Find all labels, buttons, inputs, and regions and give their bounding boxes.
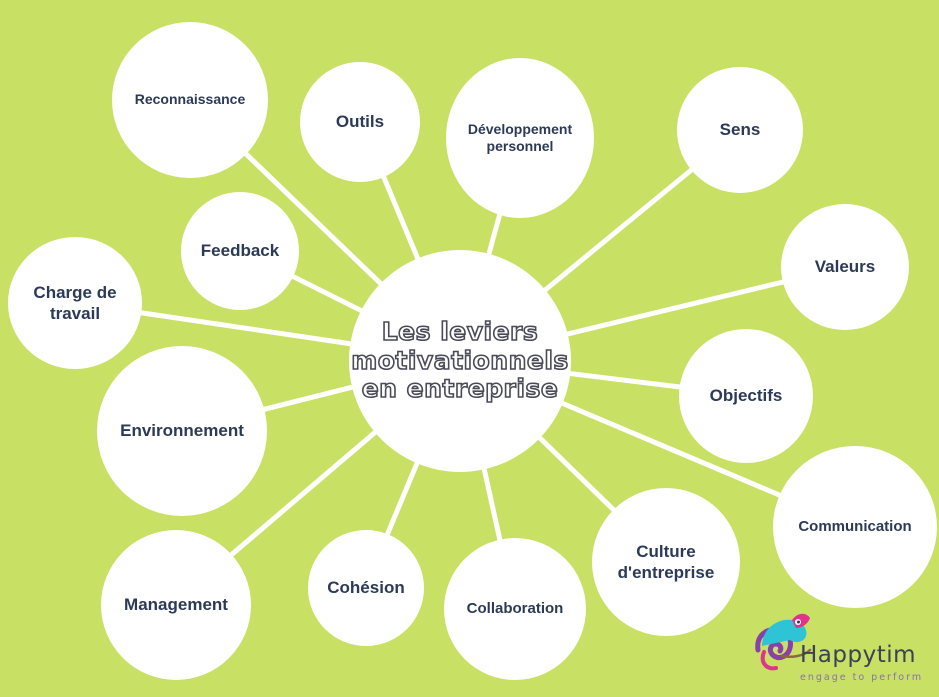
node-cohesion: Cohésion — [308, 530, 424, 646]
node-objectifs: Objectifs — [679, 329, 813, 463]
center-bubble: Les leviers motivationnels en entreprise — [349, 250, 571, 472]
node-environnement: Environnement — [97, 346, 267, 516]
node-label: Environnement — [120, 421, 244, 441]
chameleon-icon — [755, 613, 812, 671]
node-label: Reconnaissance — [134, 91, 246, 108]
node-label: Objectifs — [709, 386, 783, 406]
node-label: Communication — [798, 517, 912, 535]
node-label: Collaboration — [466, 599, 564, 617]
node-label: Feedback — [200, 241, 280, 261]
node-reconnaissance: Reconnaissance — [112, 22, 268, 178]
node-label: Cohésion — [327, 578, 405, 598]
center-title: Les leviers motivationnels en entreprise — [350, 316, 569, 404]
node-label: Sens — [719, 120, 761, 140]
node-charge-de-travail: Charge de travail — [8, 237, 142, 369]
happytim-logo: Happytim engage to perform — [752, 606, 932, 692]
logo-name: Happytim — [800, 642, 917, 668]
node-collaboration: Collaboration — [444, 538, 586, 680]
node-outils: Outils — [300, 62, 420, 182]
node-label: Charge de travail — [33, 282, 117, 323]
node-label: Valeurs — [814, 257, 876, 277]
node-label: Développement personnel — [467, 120, 573, 155]
node-developpement-personnel: Développement personnel — [446, 58, 594, 218]
node-communication: Communication — [773, 446, 937, 608]
node-sens: Sens — [677, 67, 803, 193]
node-culture-d-entreprise: Culture d'entreprise — [592, 488, 740, 636]
node-label: Outils — [335, 112, 385, 132]
node-management: Management — [101, 530, 251, 680]
logo-tagline: engage to perform — [800, 672, 924, 683]
node-label: Management — [124, 595, 228, 615]
node-valeurs: Valeurs — [781, 204, 909, 330]
node-label: Culture d'entreprise — [617, 541, 715, 582]
node-feedback: Feedback — [181, 192, 299, 310]
